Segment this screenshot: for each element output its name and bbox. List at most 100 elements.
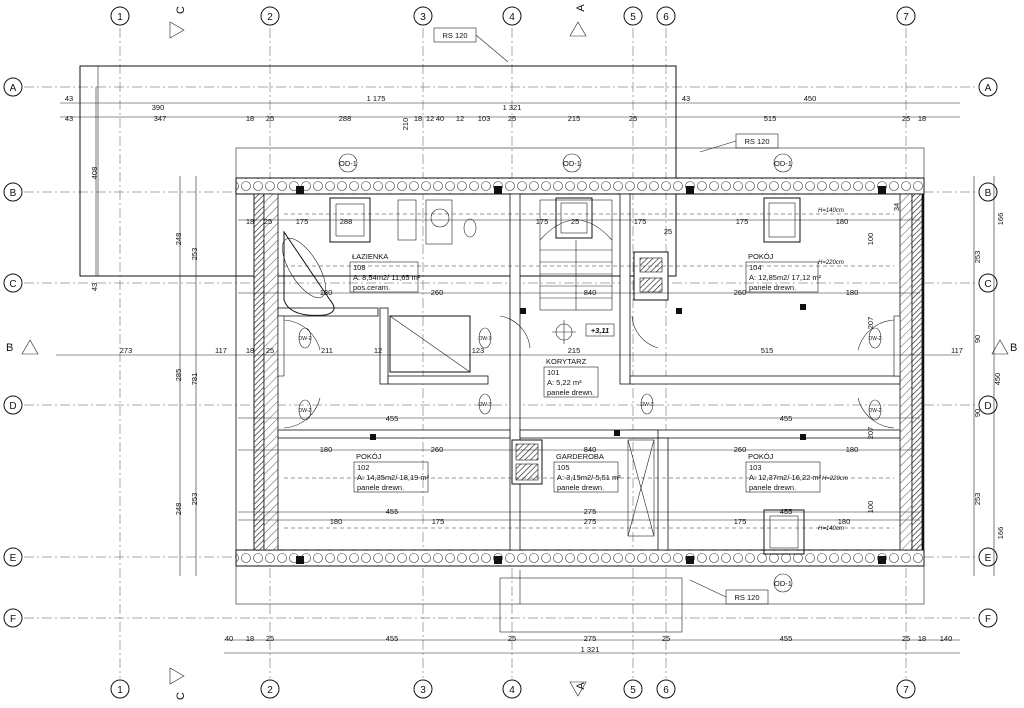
dim: 455: [386, 634, 399, 643]
dim: 180: [846, 288, 859, 297]
dim: 515: [764, 114, 777, 123]
door-tag: DW-2: [299, 408, 312, 414]
dim: 34: [892, 203, 901, 211]
dim: 455: [780, 634, 793, 643]
dim: 90: [973, 409, 982, 417]
dimensions-top: 43 1 175 1 321 43 450 390 43 347 18 25 2…: [60, 94, 960, 130]
bathroom-fixtures: [282, 199, 477, 373]
dim: 100: [866, 233, 875, 246]
dim: 253: [973, 251, 982, 264]
section-a-bottom: A: [575, 682, 587, 690]
dim: 25: [629, 114, 637, 123]
dim: 273: [120, 346, 133, 355]
room-number: 105: [557, 463, 570, 472]
dim: 43: [65, 94, 73, 103]
axis-4-top: 4: [509, 12, 515, 23]
door-tag: DW-2: [869, 408, 882, 414]
dim: 210: [401, 118, 410, 131]
dim: 40: [436, 114, 444, 123]
dim: 18: [246, 634, 254, 643]
axis-E-right: E: [985, 553, 992, 564]
room-finish: panele drewn.: [357, 483, 404, 492]
dim: 43: [682, 94, 690, 103]
dim: 207: [866, 427, 875, 440]
room-area: A: 12,85m2/ 17,12 m²: [749, 273, 822, 282]
room-finish: pos.ceram.: [353, 283, 390, 292]
dim: 211: [321, 346, 333, 355]
dim: 180: [320, 445, 333, 454]
room-labels: ŁAZIENKA 108 A: 8,54m2/ 11,65 m² pos.cer…: [349, 252, 822, 493]
axis-A-right: A: [985, 83, 992, 94]
axis-2-bottom: 2: [267, 685, 273, 696]
axis-C-right: C: [984, 279, 991, 290]
dim: 275: [584, 634, 597, 643]
dim: 275: [584, 507, 597, 516]
dim: 260: [431, 445, 444, 454]
dim: 25: [508, 114, 516, 123]
dim: 180: [320, 288, 333, 297]
axis-D-left: D: [9, 401, 16, 412]
dim: 25: [664, 227, 672, 236]
roof-outline: [79, 65, 925, 633]
dim: 450: [804, 94, 817, 103]
dim: 1 175: [367, 94, 386, 103]
axis-A-left: A: [10, 83, 17, 94]
door-tags: DW-2 DW-2 DW-2 DW-2 DW-3 DW-3 DW-3: [299, 327, 882, 421]
dim: 408: [90, 167, 99, 180]
room-finish: panele drewn.: [557, 483, 604, 492]
dim: 175: [432, 517, 445, 526]
axis-C-left: C: [9, 279, 16, 290]
door-tag: DW-3: [479, 336, 492, 342]
dim: 117: [215, 346, 227, 355]
dim: 455: [386, 507, 399, 516]
axis-6-top: 6: [663, 12, 669, 23]
dimensions-interior: 18 25 175 288 175 25 175 175 25 180 180 …: [238, 217, 920, 526]
dim: 288: [340, 217, 353, 226]
dim: 25: [264, 217, 272, 226]
axis-3-bottom: 3: [420, 685, 426, 696]
posts: [296, 186, 886, 564]
dim: 260: [431, 288, 444, 297]
window-tag: OD-1: [774, 159, 792, 168]
room-area: A: 5,22 m²: [547, 378, 582, 387]
room-area: A: 8,54m2/ 11,65 m²: [353, 273, 421, 282]
dimensions-right: 166 253 450 253 166 90 90 100 207 100 20…: [866, 176, 1005, 576]
dim: 455: [780, 507, 793, 516]
dim: 450: [993, 373, 1002, 386]
dim: 288: [339, 114, 352, 123]
dim: 1 321: [581, 645, 600, 654]
dim: 180: [836, 217, 849, 226]
dim: 18: [246, 114, 254, 123]
axis-B-left: B: [10, 188, 17, 199]
height-label: H=220cm: [818, 260, 844, 266]
dim: 275: [584, 517, 597, 526]
dim: 25: [508, 634, 516, 643]
dim: 180: [838, 517, 851, 526]
room-name: GARDEROBA: [556, 452, 604, 461]
room-number: 102: [357, 463, 370, 472]
dim: 1 321: [503, 103, 522, 112]
dim: 215: [568, 114, 581, 123]
door-tag: DW-2: [869, 336, 882, 342]
room-area: A: 14,35m2/ 18,19 m²: [357, 473, 430, 482]
axis-2-top: 2: [267, 12, 273, 23]
window-tag: OD-1: [774, 579, 792, 588]
dim: 455: [780, 414, 793, 423]
dim: 515: [761, 346, 774, 355]
axis-3-top: 3: [420, 12, 426, 23]
dim: 840: [584, 288, 597, 297]
section-markers: C C A A B B: [6, 4, 1017, 700]
dim: 166: [996, 527, 1005, 540]
axis-E-left: E: [10, 553, 17, 564]
dim: 840: [584, 445, 597, 454]
dim: 253: [190, 493, 199, 506]
room-area: A: 3,15m2/ 5,51 m²: [557, 473, 621, 482]
dim: 140: [940, 634, 953, 643]
axis-1-top: 1: [117, 12, 123, 23]
window-tag: OD-1: [563, 159, 581, 168]
dim: 25: [266, 114, 274, 123]
room-finish: panele drewn.: [547, 388, 594, 397]
dim: 100: [866, 501, 875, 514]
chimneys: [511, 251, 669, 537]
axis-6-bottom: 6: [663, 685, 669, 696]
